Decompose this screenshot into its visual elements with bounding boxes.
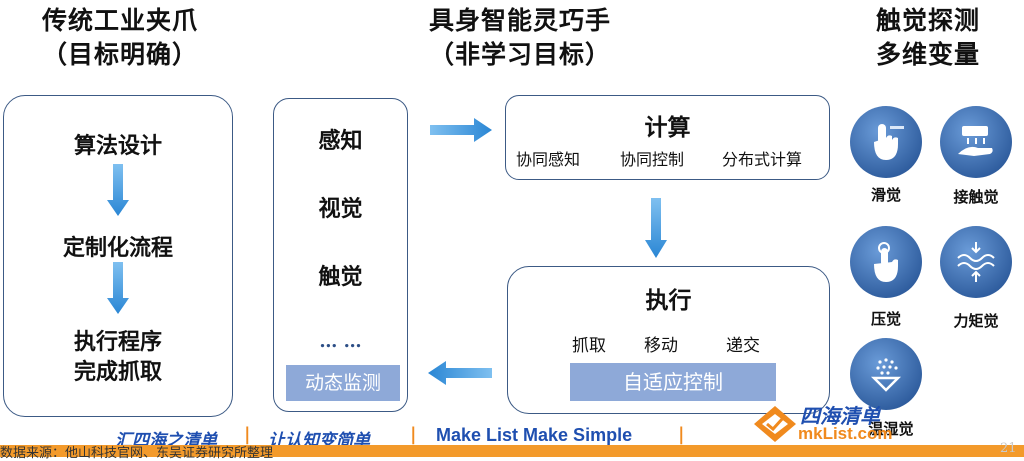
step-custom-process: 定制化流程 [62,235,173,261]
tactile-title: 触觉探测 多维变量 [848,4,1008,72]
compute-item-collab-perception: 协同感知 [516,150,581,169]
tactile-title-line1: 触觉探测 [875,6,980,35]
wave-force-icon [957,242,995,282]
watermark-site: mkList.com [798,424,893,443]
mklist-logo-icon [754,406,796,442]
contact-sense-circle [940,106,1012,178]
flow-arrow-2 [107,262,129,314]
arrow-to-execute [645,198,667,258]
traditional-flow-box: 算法设计 定制化流程 执行程序 完成抓取 [3,95,233,417]
watermark-sep-1: | [244,424,251,445]
compute-box: 计算 协同感知 协同控制 分布式计算 [505,95,830,180]
perception-vision: 视觉 [318,196,363,222]
dynamic-monitoring-bar: 动态监测 [286,365,400,401]
perception-box: 感知 视觉 触觉 … … 动态监测 [273,98,408,412]
watermark-slogan: Make List Make Simple [436,425,633,445]
arrow-to-compute [430,118,492,142]
execute-box: 执行 抓取 移动 递交 自适应控制 [507,266,830,414]
step-execute-grab-line1: 执行程序 [73,329,162,355]
adaptive-control-bar: 自适应控制 [570,363,776,401]
pressure-sense-circle [850,226,922,298]
step-execute-grab-line2: 完成抓取 [73,359,162,385]
execute-item-handover: 递交 [726,336,760,356]
finger-press-icon [874,242,898,282]
data-source-note: 数据来源：他山科技官网、东吴证券研究所整理 [0,446,274,461]
dexterous-title-line2: （非学习目标） [428,40,611,69]
execute-item-grab: 抓取 [572,336,606,356]
watermark-sep-2: | [410,424,417,445]
hand-contact-icon [958,126,993,156]
perception-ellipsis: … … [319,331,362,352]
watermark-sep-3: | [678,424,685,445]
torque-sense-label: 力矩觉 [953,312,999,330]
dexterous-title-line1: 具身智能灵巧手 [428,6,611,35]
dexterous-hand-title: 具身智能灵巧手 （非学习目标） [395,4,645,72]
temp-humidity-circle [850,338,922,410]
perception-header: 感知 [318,128,363,154]
page-number: 21 [1000,441,1017,456]
compute-item-distributed: 分布式计算 [722,150,803,169]
step-algorithm-design: 算法设计 [73,133,162,159]
execute-item-move: 移动 [644,336,678,356]
flow-arrow-1 [107,164,129,216]
traditional-gripper-title: 传统工业夹爪 （目标明确） [15,4,225,72]
tactile-title-line2: 多维变量 [875,40,980,69]
compute-title: 计算 [644,114,691,141]
execute-title: 执行 [645,287,692,314]
watermark-brand: 四海清单 [800,404,880,428]
traditional-title-line1: 传统工业夹爪 [41,6,198,35]
footer-bar [0,445,1024,457]
temp-humidity-label: 温湿觉 [868,420,914,438]
perception-touch: 触觉 [318,264,363,290]
compute-item-collab-control: 协同控制 [620,150,685,169]
slip-sense-circle [850,106,922,178]
traditional-title-line2: （目标明确） [41,40,198,69]
droplet-heat-icon [870,358,902,392]
finger-touch-icon [874,124,904,160]
arrow-to-perception [428,361,492,385]
contact-sense-label: 接触觉 [953,188,999,206]
pressure-sense-label: 压觉 [870,310,901,328]
torque-sense-circle [940,226,1012,298]
slip-sense-label: 滑觉 [870,186,901,204]
